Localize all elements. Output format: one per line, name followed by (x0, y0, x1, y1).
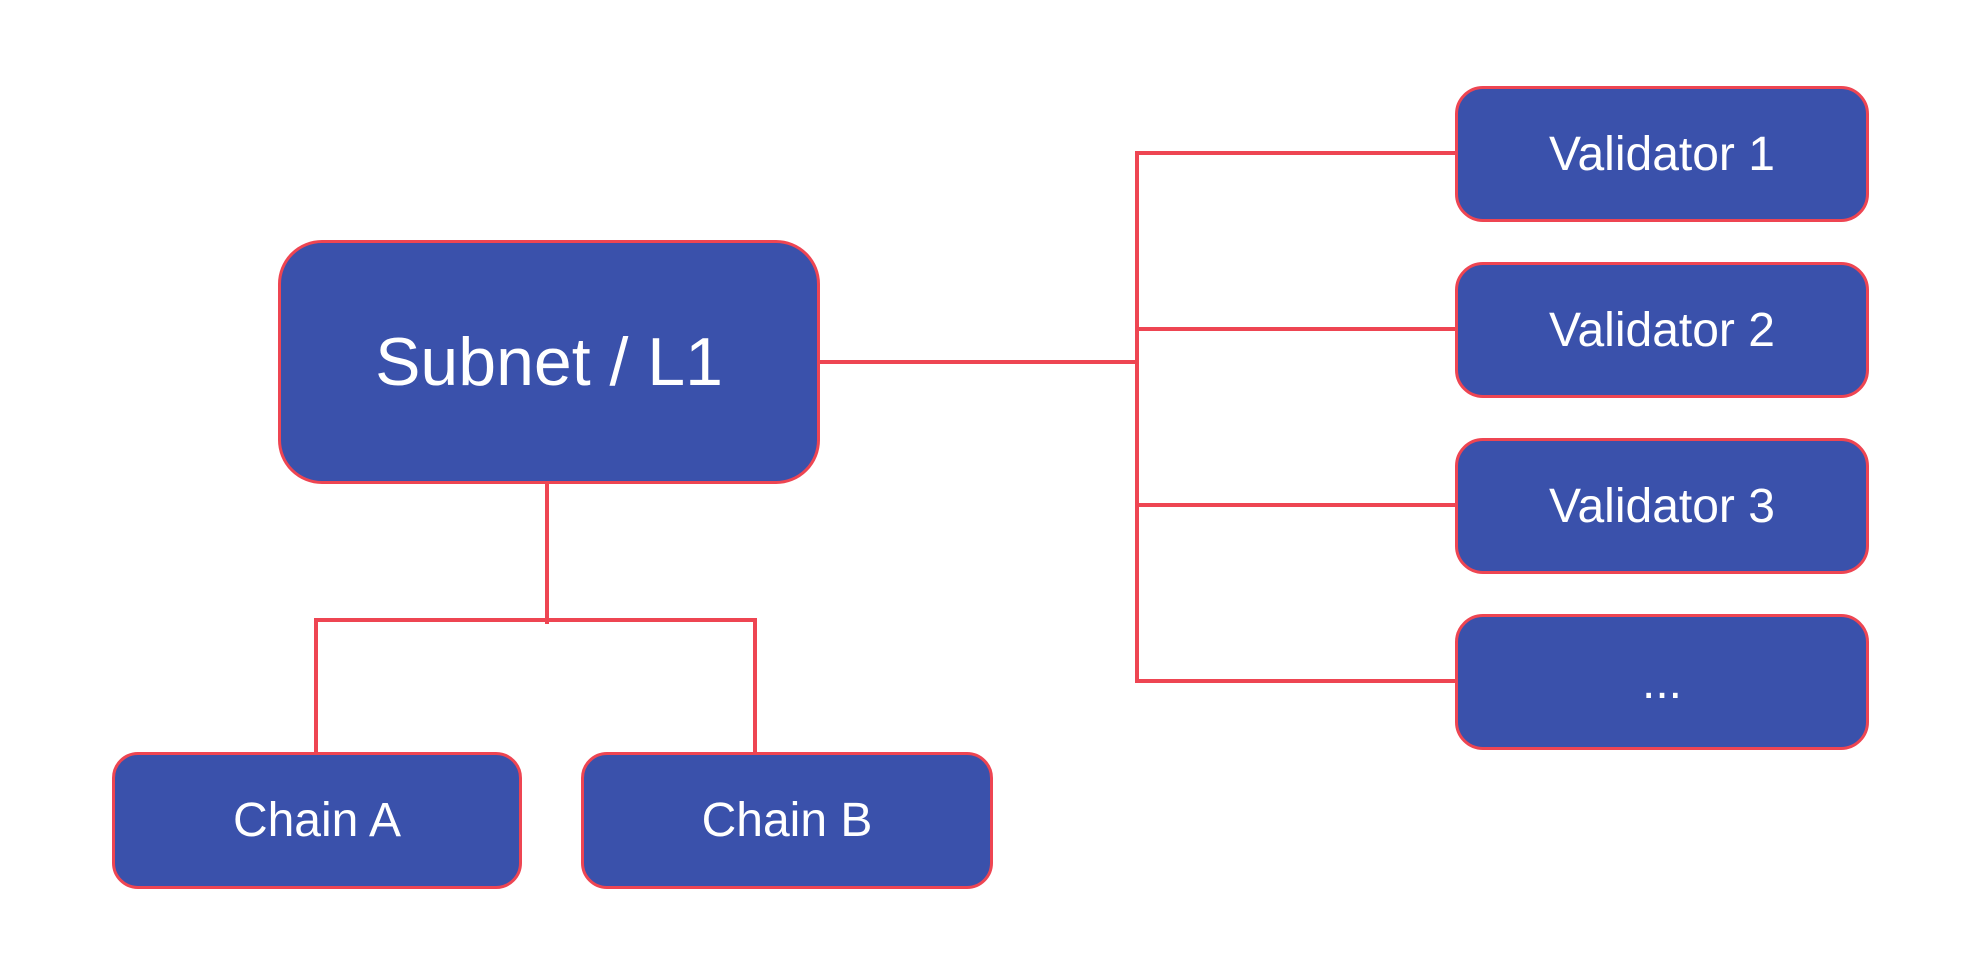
connector-validator-trunk (1135, 151, 1139, 683)
node-subnet-l1-label: Subnet / L1 (375, 324, 723, 400)
connector-subnet-to-trunk (820, 360, 1137, 364)
connector-trunk-to-validator-2 (1135, 327, 1455, 331)
node-chain-a: Chain A (112, 752, 522, 889)
node-chain-b: Chain B (581, 752, 993, 889)
node-validator-3-label: Validator 3 (1549, 479, 1775, 533)
node-chain-a-label: Chain A (232, 794, 402, 847)
connector-trunk-to-validator-1 (1135, 151, 1455, 155)
node-validator-2: Validator 2 (1455, 262, 1869, 398)
node-validator-more-label: ... (1641, 655, 1682, 709)
connector-trunk-to-validator-more (1135, 679, 1455, 683)
node-chain-b-label: Chain B (701, 794, 873, 847)
connector-bus-to-chain-a (314, 618, 318, 752)
node-validator-more: ... (1455, 614, 1869, 750)
connector-chains-bus (314, 618, 757, 622)
connector-subnet-to-chains-bus (545, 484, 549, 624)
connector-bus-to-chain-b (753, 618, 757, 752)
node-validator-1-label: Validator 1 (1549, 127, 1775, 181)
node-subnet-l1: Subnet / L1 (278, 240, 820, 484)
node-validator-2-label: Validator 2 (1549, 303, 1775, 357)
node-validator-3: Validator 3 (1455, 438, 1869, 574)
connector-trunk-to-validator-3 (1135, 503, 1455, 507)
node-validator-1: Validator 1 (1455, 86, 1869, 222)
